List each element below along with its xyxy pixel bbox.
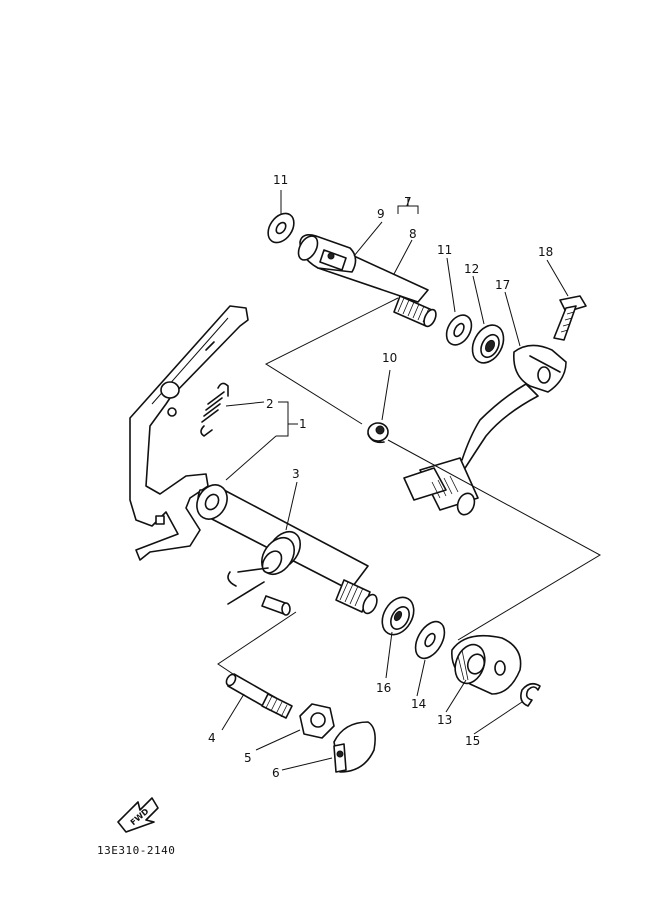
- callout-5: 5: [244, 751, 252, 765]
- washer-11-right: [445, 314, 473, 346]
- bolt-18: [553, 295, 587, 341]
- shift-arm-13: [451, 634, 522, 695]
- pin: [261, 595, 291, 616]
- callout-17: 17: [495, 278, 510, 292]
- callout-7: 7: [404, 195, 412, 209]
- callout-14: 14: [411, 697, 426, 711]
- circlip-15: [520, 682, 541, 707]
- oil-seal-12: [471, 324, 505, 364]
- callout-10: 10: [382, 351, 397, 365]
- plate-6: [333, 721, 376, 773]
- fwd-arrow-icon: FWD: [117, 797, 159, 833]
- bolt-4: [225, 673, 293, 719]
- alignment-lines: [217, 297, 602, 677]
- washer-14: [414, 620, 446, 660]
- callout-2: 2: [266, 397, 274, 411]
- callout-6: 6: [272, 766, 280, 780]
- callout-18: 18: [538, 245, 553, 259]
- callout-11-top: 11: [273, 173, 288, 187]
- shift-shaft-part-7: [297, 234, 437, 328]
- diagram-code: 13E310-2140: [97, 844, 175, 857]
- callout-9: 9: [377, 207, 385, 221]
- callout-15: 15: [465, 734, 480, 748]
- callout-13: 13: [437, 713, 452, 727]
- nut-5: [299, 703, 335, 739]
- callout-8: 8: [409, 227, 417, 241]
- callout-12: 12: [464, 262, 479, 276]
- callout-1: 1: [299, 417, 307, 431]
- washer-11-top: [267, 212, 295, 244]
- return-spring-3: [227, 530, 302, 605]
- callout-4: 4: [208, 731, 216, 745]
- leader-lines: [221, 190, 569, 771]
- callouts: 11 7 9 8 11 12 17 18 10 2 1 3 4 5 6 16 1…: [208, 173, 553, 780]
- pedal-rubber-10: [367, 422, 389, 444]
- oil-seal-16: [381, 596, 415, 636]
- shift-pedal-17: [403, 344, 567, 516]
- callout-3: 3: [292, 467, 300, 481]
- spring-2: [200, 382, 229, 437]
- callout-16: 16: [376, 681, 391, 695]
- callout-11-right: 11: [437, 243, 452, 257]
